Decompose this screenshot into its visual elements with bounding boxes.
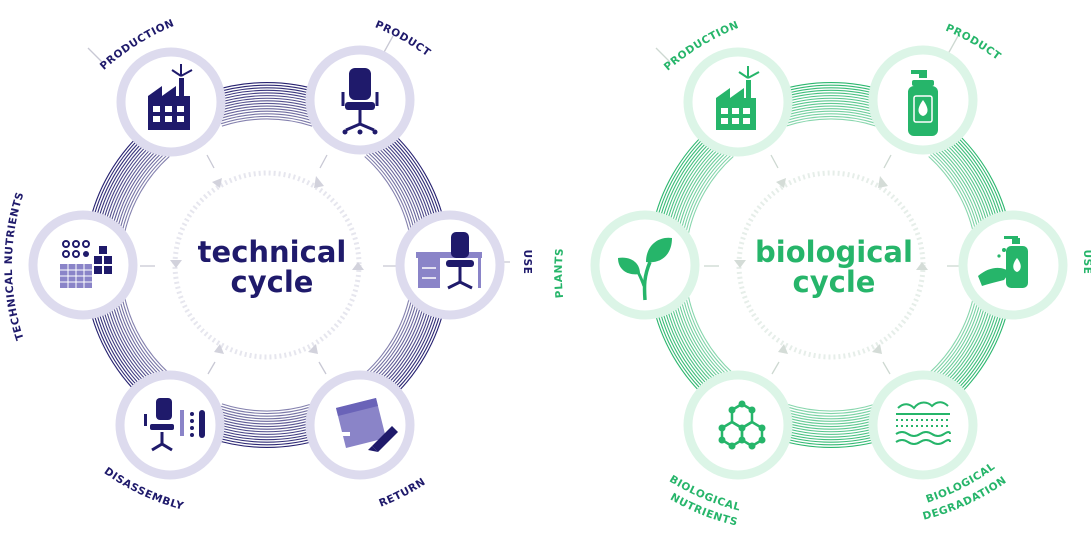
connector-stripe [219,110,315,120]
biological-product-node [868,45,978,155]
biological-cycle: biological cycle PRODUCTION PRODUCT PLAN… [553,19,1091,529]
factory-icon [716,66,760,130]
connector-stripe [118,296,167,378]
connector-stripe [123,156,170,235]
connector-stripe [121,295,168,376]
soil-degradation-icon [895,401,951,445]
connector-stripe [682,152,731,234]
technical-product-node [305,45,415,155]
connector-stripe [785,403,877,412]
connector-stripe [785,118,877,127]
technical-use-node [395,210,505,320]
connector-stripe [220,408,314,417]
connector-stripe [928,295,975,374]
svg-text:TECHNICAL NUTRIENTS: TECHNICAL NUTRIENTS [3,190,27,341]
connector-stripe [930,154,977,235]
materials-icon [60,240,112,288]
technical-title-line1: technical [198,235,347,269]
connector-stripe [685,154,732,235]
connector-stripe [364,295,411,374]
connector-stripe [123,295,170,374]
connector-stripe [220,113,314,122]
connector-stripe [784,408,878,417]
factory-icon [148,64,193,130]
soap-bottle-icon [908,70,938,136]
connector-stripe [364,156,411,235]
connector-stripe [217,105,317,115]
biological-use-node [958,210,1068,320]
connector-stripe [118,152,167,234]
disassembled-chair-icon [144,398,205,452]
return-box-icon [336,398,398,452]
connector-stripe [783,410,879,420]
desk-chair-icon [416,232,482,290]
connector-stripe [784,405,878,415]
connector-stripe [931,152,980,234]
connector-stripe [221,403,313,412]
connector-stripe [219,410,315,420]
svg-text:RETURN: RETURN [377,476,428,510]
connector-stripe [680,150,729,234]
technical-cycle: technical cycle PRODUCTION PRODUCT TECHN… [3,17,533,513]
connector-stripe [687,156,734,235]
technical-disassembly-node [115,370,225,480]
technical-spokes [87,35,510,375]
connector-stripe [218,108,316,117]
connector-stripe [366,295,413,376]
leaf-plant-icon [618,237,672,301]
connector-stripe [221,118,313,127]
biological-use-label: USE [1081,249,1091,274]
connector-stripe [220,115,314,125]
hand-soap-icon [978,236,1028,288]
connector-stripe [220,405,314,415]
office-chair-icon [341,68,379,135]
biological-title-line1: biological [755,235,913,269]
biological-nutrients-node [683,370,793,480]
connector-stripe [783,110,879,120]
connector-stripe [680,296,729,380]
connector-stripe [928,156,975,235]
connector-stripe [784,115,878,125]
technical-use-label: USE [521,249,533,274]
svg-text:PLANTS: PLANTS [553,247,566,298]
biological-plants-node [590,210,700,320]
connector-stripe [930,295,977,376]
technical-nutrients-node [28,210,138,320]
connector-stripe [121,154,168,235]
connector-stripe [782,108,880,117]
technical-ring-arrows [170,176,364,354]
technical-return-label: RETURN [377,476,427,510]
connector-stripe [657,132,713,229]
technical-production-node [116,47,226,157]
technical-title-line2: cycle [231,265,314,299]
biological-plants-label: PLANTS [553,247,566,298]
molecule-icon [718,400,766,450]
connector-stripe [784,113,878,122]
biological-production-node [683,47,793,157]
connector-stripe [367,152,416,234]
technical-return-node [305,370,415,480]
connector-stripe [218,413,316,422]
connector-stripe [685,295,732,376]
biological-ring-arrows [734,176,928,354]
technical-nutrients-label: TECHNICAL NUTRIENTS [3,190,26,341]
connector-stripe [116,150,165,234]
connector-stripe [687,295,734,374]
connector-stripe [367,296,416,378]
connector-stripe [931,296,980,378]
connector-stripe [677,148,727,233]
connector-stripe [366,154,413,235]
connector-stripe [682,296,731,378]
biological-degradation-node [868,370,978,480]
biological-title-line2: cycle [793,265,876,299]
